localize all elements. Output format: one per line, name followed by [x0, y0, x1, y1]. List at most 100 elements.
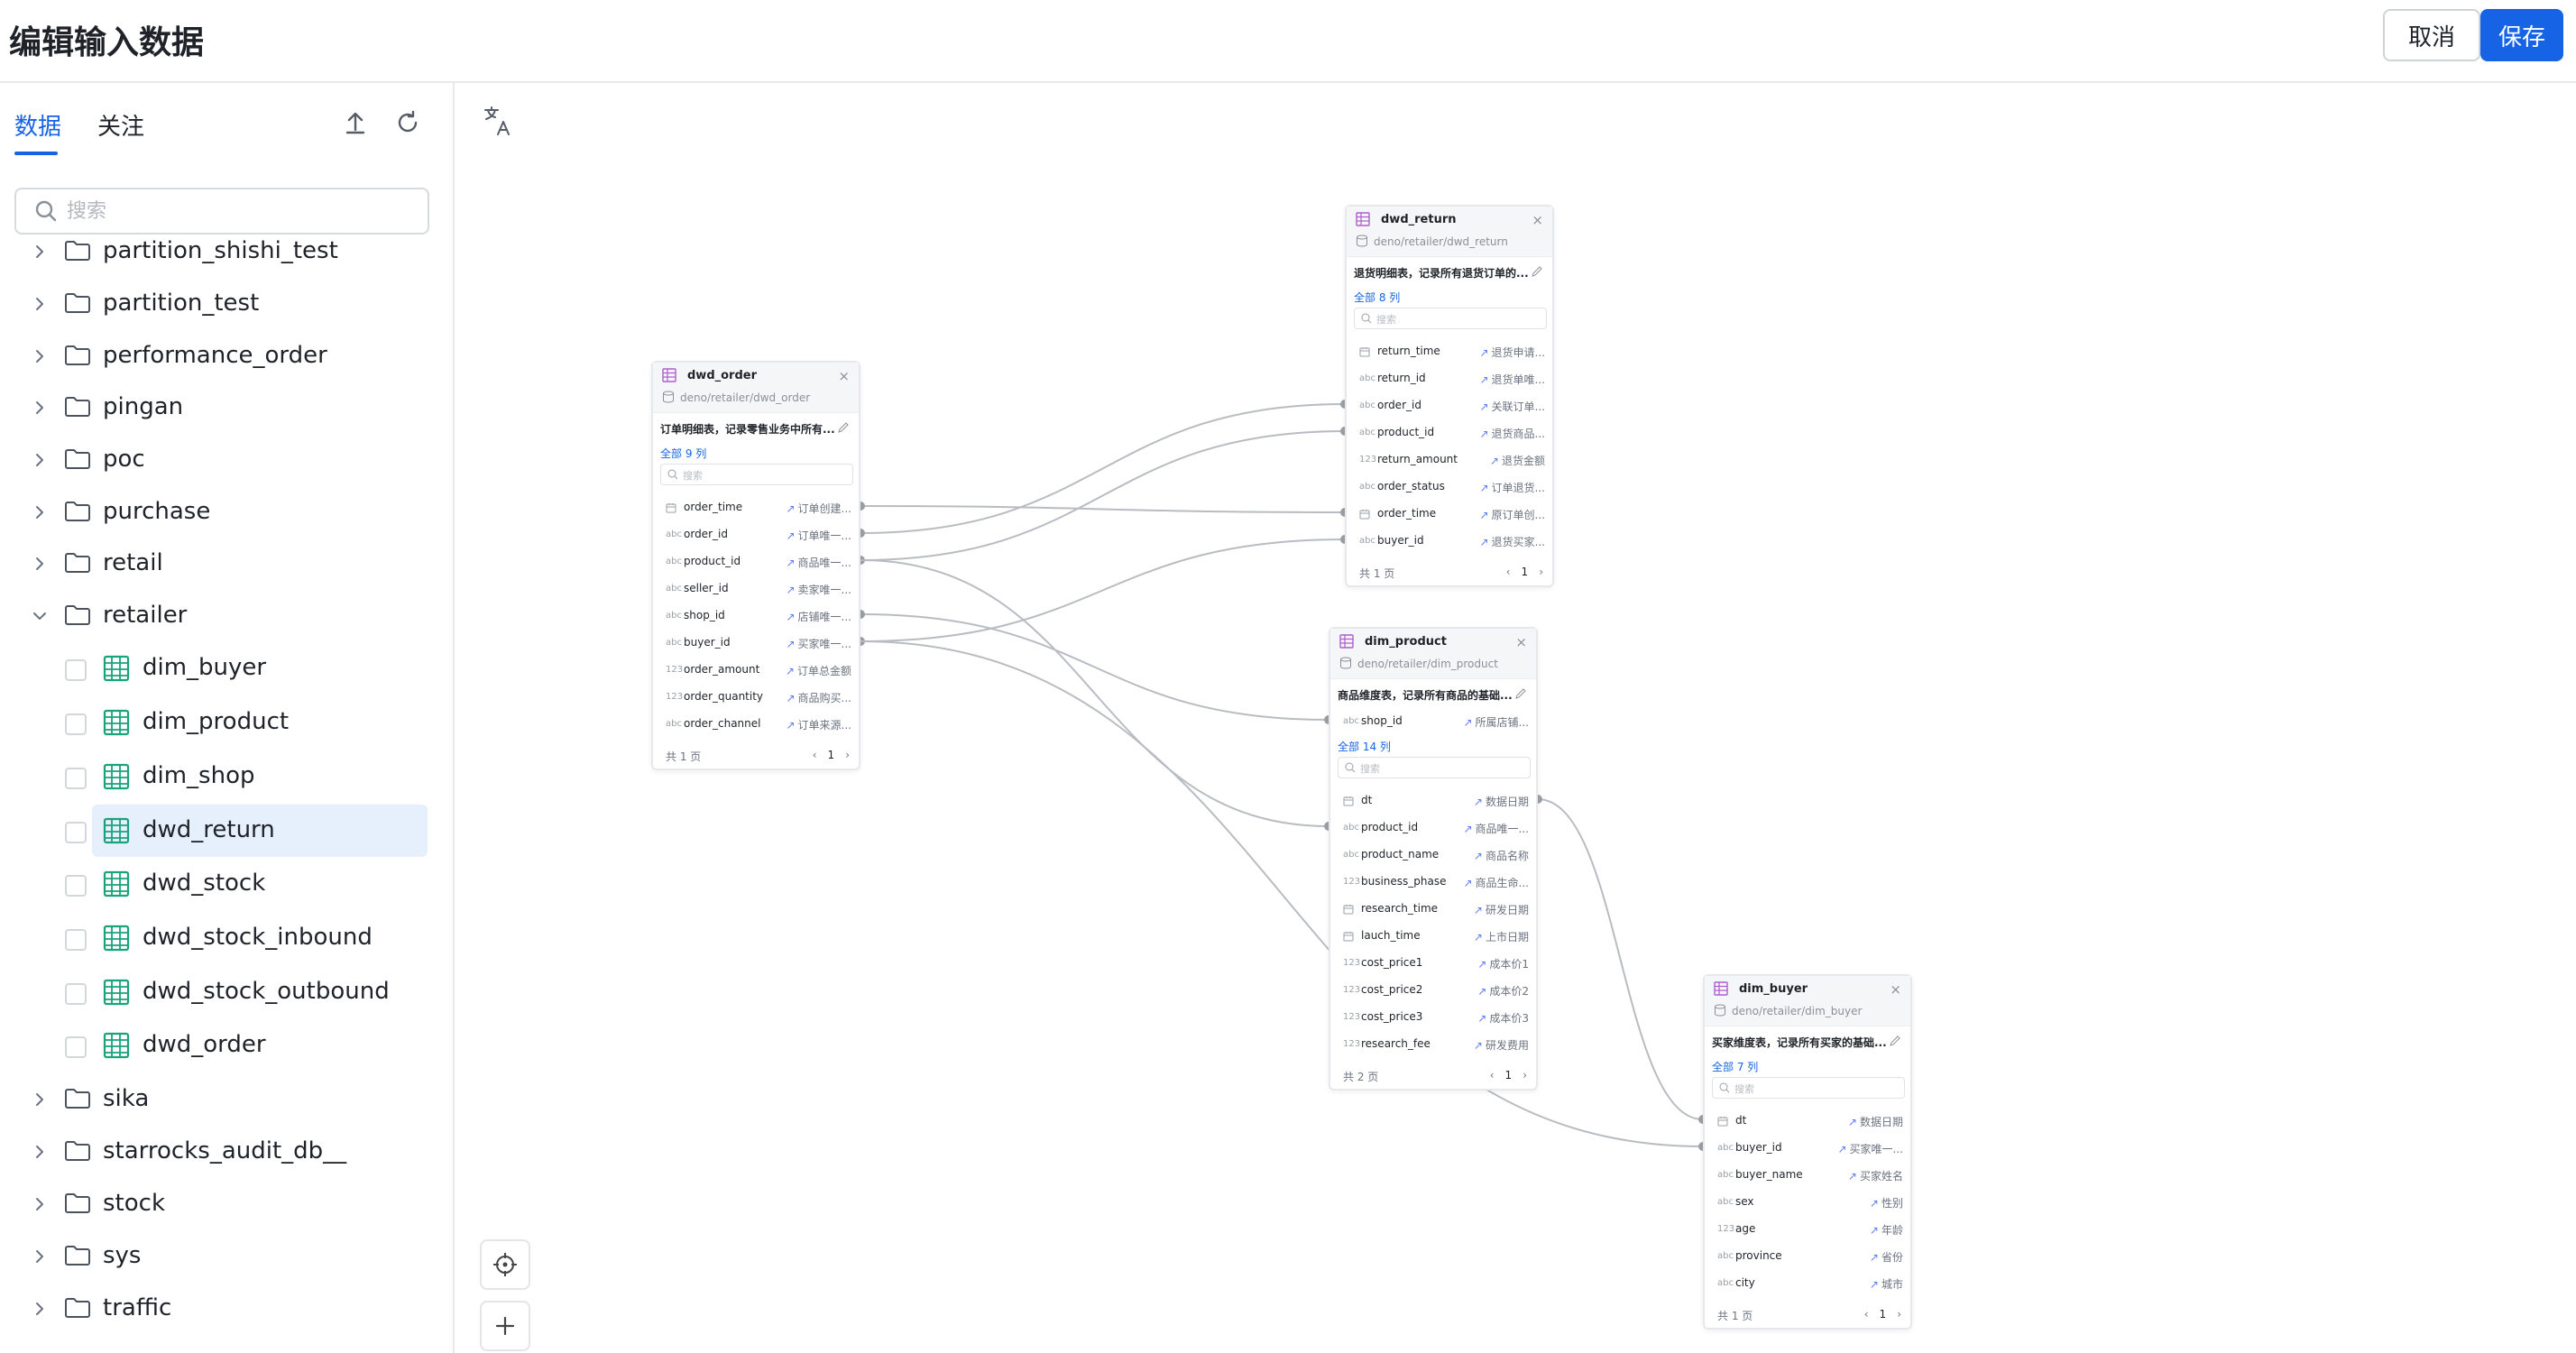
tree-table-dwd_stock_outbound[interactable]: dwd_stock_outbound [0, 966, 453, 1018]
chevron-down-icon[interactable] [31, 607, 49, 625]
table-checkbox[interactable] [65, 768, 87, 789]
tree-folder-partition_shishi_test[interactable]: partition_shishi_test [0, 226, 453, 278]
tree-folder-traffic[interactable]: traffic [0, 1283, 453, 1335]
tree-folder-purchase[interactable]: purchase [0, 486, 453, 538]
chevron-right-icon[interactable] [31, 1247, 49, 1266]
chevron-right-icon[interactable] [31, 1091, 49, 1109]
column-row-order_time[interactable]: order_time↗原订单创... [1347, 501, 1556, 528]
lineage-edge-shop_id-shop_id[interactable] [860, 613, 1329, 721]
lineage-edge-product_id-product_id[interactable] [860, 559, 1329, 827]
cancel-button[interactable]: 取消 [2383, 9, 2480, 61]
translate-icon[interactable] [482, 105, 514, 137]
close-icon[interactable]: × [1515, 634, 1527, 650]
column-count[interactable]: 全部 7 列 [1712, 1061, 1759, 1073]
save-button[interactable]: 保存 [2480, 9, 2563, 61]
edit-icon[interactable] [1889, 1035, 1901, 1047]
tree-folder-retailer[interactable]: retailer [0, 590, 453, 642]
tree-table-dwd_stock[interactable]: dwd_stock [0, 858, 453, 910]
pager[interactable]: ‹1› [1505, 566, 1543, 578]
pager[interactable]: ‹1› [812, 749, 850, 761]
tree-folder-performance_order[interactable]: performance_order [0, 330, 453, 382]
lineage-edge-order_time-order_time[interactable] [860, 505, 1346, 513]
tree-table-dwd_order[interactable]: dwd_order [0, 1019, 453, 1072]
tree-table-dim_shop[interactable]: dim_shop [0, 750, 453, 803]
column-count[interactable]: 全部 9 列 [660, 447, 707, 460]
table-checkbox[interactable] [65, 1036, 87, 1058]
tree-folder-sika[interactable]: sika [0, 1073, 453, 1126]
lineage-edge-buyer_id-buyer_id[interactable] [860, 538, 1346, 642]
table-checkbox[interactable] [65, 659, 87, 681]
edit-icon[interactable] [837, 421, 850, 434]
lineage-edge-order_id-order_id[interactable] [860, 403, 1346, 534]
column-row-return_time[interactable]: return_time↗退货申请... [1347, 338, 1556, 365]
table-checkbox[interactable] [65, 875, 87, 897]
tree-folder-starrocks_audit_db__[interactable]: starrocks_audit_db__ [0, 1126, 453, 1178]
column-count[interactable]: 全部 8 列 [1354, 291, 1401, 304]
chevron-right-icon[interactable] [31, 1143, 49, 1161]
chevron-right-icon[interactable] [31, 243, 49, 261]
chevron-right-icon[interactable] [31, 451, 49, 469]
chevron-right-icon[interactable] [31, 555, 49, 573]
column-row-dt[interactable]: dt↗数据日期 [1705, 1108, 1914, 1135]
node-header[interactable]: dwd_order×deno/retailer/dwd_order [653, 363, 859, 413]
tree-table-dim_buyer[interactable]: dim_buyer [0, 642, 453, 695]
locate-button[interactable] [480, 1239, 530, 1290]
tab-data[interactable]: 数据 [14, 114, 62, 141]
table-checkbox[interactable] [65, 983, 87, 1005]
close-icon[interactable]: × [1532, 212, 1543, 228]
chevron-right-icon[interactable] [31, 503, 49, 521]
pager[interactable]: ‹1› [1863, 1308, 1901, 1321]
tree-table-dim_product[interactable]: dim_product [0, 696, 453, 749]
node-header[interactable]: dim_product×deno/retailer/dim_product [1330, 629, 1536, 679]
column-row-order_time[interactable]: order_time↗订单创建... [653, 494, 862, 521]
tree-folder-sys[interactable]: sys [0, 1230, 453, 1283]
table-checkbox[interactable] [65, 929, 87, 951]
tree-folder-partition_test[interactable]: partition_test [0, 278, 453, 330]
lineage-edge-dt-dt[interactable] [1537, 798, 1704, 1120]
node-search-input[interactable]: 搜索 [1354, 308, 1547, 329]
edit-icon[interactable] [1531, 265, 1543, 278]
chevron-right-icon[interactable] [31, 399, 49, 417]
node-header[interactable]: dim_buyer×deno/retailer/dim_buyer [1705, 976, 1910, 1026]
close-icon[interactable]: × [838, 368, 850, 384]
lineage-edge-buyer_id-buyer_id[interactable] [860, 640, 1704, 1147]
lineage-edge-product_id-product_id[interactable] [860, 430, 1346, 561]
chevron-right-icon[interactable] [31, 1195, 49, 1213]
chevron-right-icon[interactable] [31, 1300, 49, 1318]
refresh-icon[interactable] [391, 106, 424, 139]
node-search-input[interactable]: 搜索 [1712, 1077, 1905, 1099]
tree-folder-pingan[interactable]: pingan [0, 382, 453, 434]
tree-folder-stock[interactable]: stock [0, 1178, 453, 1230]
chevron-right-icon[interactable] [31, 295, 49, 313]
tree-table-dwd_return[interactable]: dwd_return [0, 805, 453, 857]
table-checkbox[interactable] [65, 822, 87, 843]
tree-table-dwd_stock_inbound[interactable]: dwd_stock_inbound [0, 912, 453, 964]
